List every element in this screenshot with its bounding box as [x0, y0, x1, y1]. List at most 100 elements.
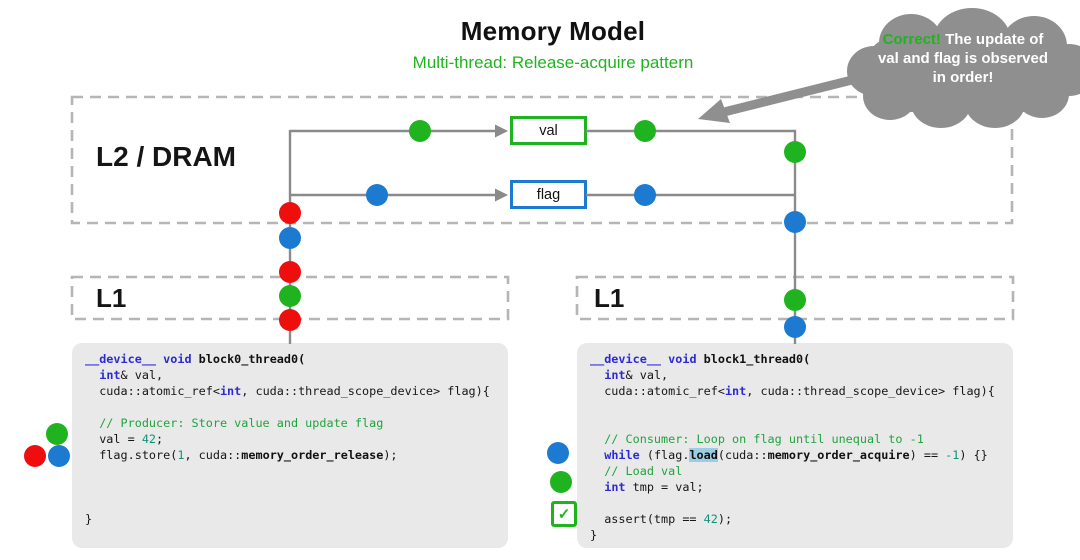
op-dot-blue — [634, 184, 656, 206]
code-segment: int — [604, 368, 626, 382]
code-segment: , cuda::thread_scope_device> flag){ — [241, 384, 490, 398]
op-dot-green — [46, 423, 68, 445]
code-line: while (flag.load(cuda::memory_order_acqu… — [590, 447, 1009, 463]
code-segment: ) {} — [959, 448, 988, 462]
code-segment: __device__ — [85, 352, 157, 366]
code-line: // Consumer: Loop on flag until unequal … — [590, 431, 1009, 447]
code-segment: , cuda::thread_scope_device> flag){ — [746, 384, 995, 398]
producer-code-block: __device__ void block0_thread0( int& val… — [72, 343, 508, 548]
page-subtitle: Multi-thread: Release-acquire pattern — [412, 53, 694, 72]
op-dot-red — [24, 445, 46, 467]
code-segment: // Consumer: Loop on flag until unequal … — [590, 432, 924, 446]
code-line: // Producer: Store value and update flag — [85, 415, 504, 431]
code-segment: cuda::atomic_ref< — [85, 384, 220, 398]
callout-message: The update of val and flag is observed i… — [877, 31, 1049, 86]
code-segment: 42 — [703, 512, 718, 526]
code-line: int& val, — [85, 367, 504, 383]
code-segment: block0_thread0( — [198, 352, 306, 366]
code-line: // Load val — [590, 463, 1009, 479]
code-segment: void — [163, 352, 192, 366]
code-segment — [590, 368, 604, 382]
code-segment — [192, 352, 199, 366]
header: Memory Model Multi-thread: Release-acqui… — [253, 16, 853, 73]
code-segment — [590, 480, 604, 494]
code-line — [590, 415, 1009, 431]
assert-check-icon: ✓ — [551, 501, 577, 527]
code-segment: load — [689, 448, 718, 462]
l1-right-box — [575, 275, 1015, 321]
code-line: val = 42; — [85, 431, 504, 447]
code-line — [85, 399, 504, 415]
code-segment: int — [604, 480, 626, 494]
code-segment: int — [219, 384, 242, 398]
code-line: __device__ void block1_thread0( — [590, 351, 1009, 367]
code-segment: } — [85, 512, 93, 526]
op-dot-blue — [279, 227, 301, 249]
code-line: } — [590, 527, 1009, 543]
code-segment: , cuda:: — [184, 448, 242, 462]
check-glyph: ✓ — [557, 506, 571, 523]
code-segment: ) == — [909, 448, 946, 462]
l1-right-label: L1 — [594, 283, 625, 313]
callout-arrow-head — [698, 99, 730, 123]
code-segment: int — [99, 368, 121, 382]
code-segment: & val, — [625, 368, 669, 382]
op-dot-blue — [48, 445, 70, 467]
flag-label: flag — [536, 186, 561, 203]
code-line: int& val, — [590, 367, 1009, 383]
code-segment: val = — [85, 432, 142, 446]
page-title: Memory Model — [460, 16, 646, 46]
code-line — [590, 495, 1009, 511]
flag-memory-box: flag — [510, 180, 587, 209]
code-segment: 42 — [141, 432, 157, 446]
code-line — [85, 463, 504, 479]
l1-left-label: L1 — [96, 283, 127, 313]
code-segment: ; — [156, 432, 164, 446]
code-segment — [697, 352, 704, 366]
code-line: __device__ void block0_thread0( — [85, 351, 504, 367]
val-arrowhead — [495, 124, 508, 138]
callout-text: Correct! The update of val and flag is o… — [873, 30, 1053, 87]
callout-cloud: Correct! The update of val and flag is o… — [845, 8, 1080, 130]
flag-arrowhead — [495, 188, 508, 202]
op-dot-red — [279, 261, 301, 283]
code-segment: cuda::atomic_ref< — [590, 384, 725, 398]
code-line: } — [85, 511, 504, 527]
op-dot-blue — [547, 442, 569, 464]
callout-highlight: Correct! — [882, 31, 941, 48]
val-label: val — [539, 122, 558, 139]
code-segment: memory_order_acquire — [767, 448, 910, 462]
code-line: flag.store(1, cuda::memory_order_release… — [85, 447, 504, 463]
code-segment: ); — [383, 448, 398, 462]
op-dot-green — [784, 141, 806, 163]
l1-left-box — [70, 275, 510, 321]
op-dot-green — [279, 285, 301, 307]
op-dot-green — [634, 120, 656, 142]
op-dot-blue — [366, 184, 388, 206]
op-dot-green — [784, 289, 806, 311]
val-memory-box: val — [510, 116, 587, 145]
code-line: assert(tmp == 42); — [590, 511, 1009, 527]
code-segment: int — [724, 384, 747, 398]
code-segment: 1 — [177, 448, 185, 462]
code-line — [85, 495, 504, 511]
code-segment: flag.store( — [85, 448, 178, 462]
op-dot-green — [550, 471, 572, 493]
code-segment: tmp = val; — [625, 480, 704, 494]
code-segment: assert(tmp == — [590, 512, 704, 526]
code-segment: ); — [717, 512, 733, 526]
code-segment: while — [604, 448, 640, 462]
op-dot-blue — [784, 316, 806, 338]
code-segment — [590, 448, 604, 462]
op-dot-red — [279, 309, 301, 331]
cloud-puff — [933, 8, 1011, 74]
code-line: cuda::atomic_ref<int, cuda::thread_scope… — [85, 383, 504, 399]
consumer-code-block: __device__ void block1_thread0( int& val… — [577, 343, 1013, 548]
code-segment: (cuda:: — [717, 448, 768, 462]
code-line: cuda::atomic_ref<int, cuda::thread_scope… — [590, 383, 1009, 399]
code-segment: __device__ — [590, 352, 662, 366]
code-segment: & val, — [120, 368, 164, 382]
cloud-puff — [1015, 70, 1069, 118]
op-dot-blue — [784, 211, 806, 233]
